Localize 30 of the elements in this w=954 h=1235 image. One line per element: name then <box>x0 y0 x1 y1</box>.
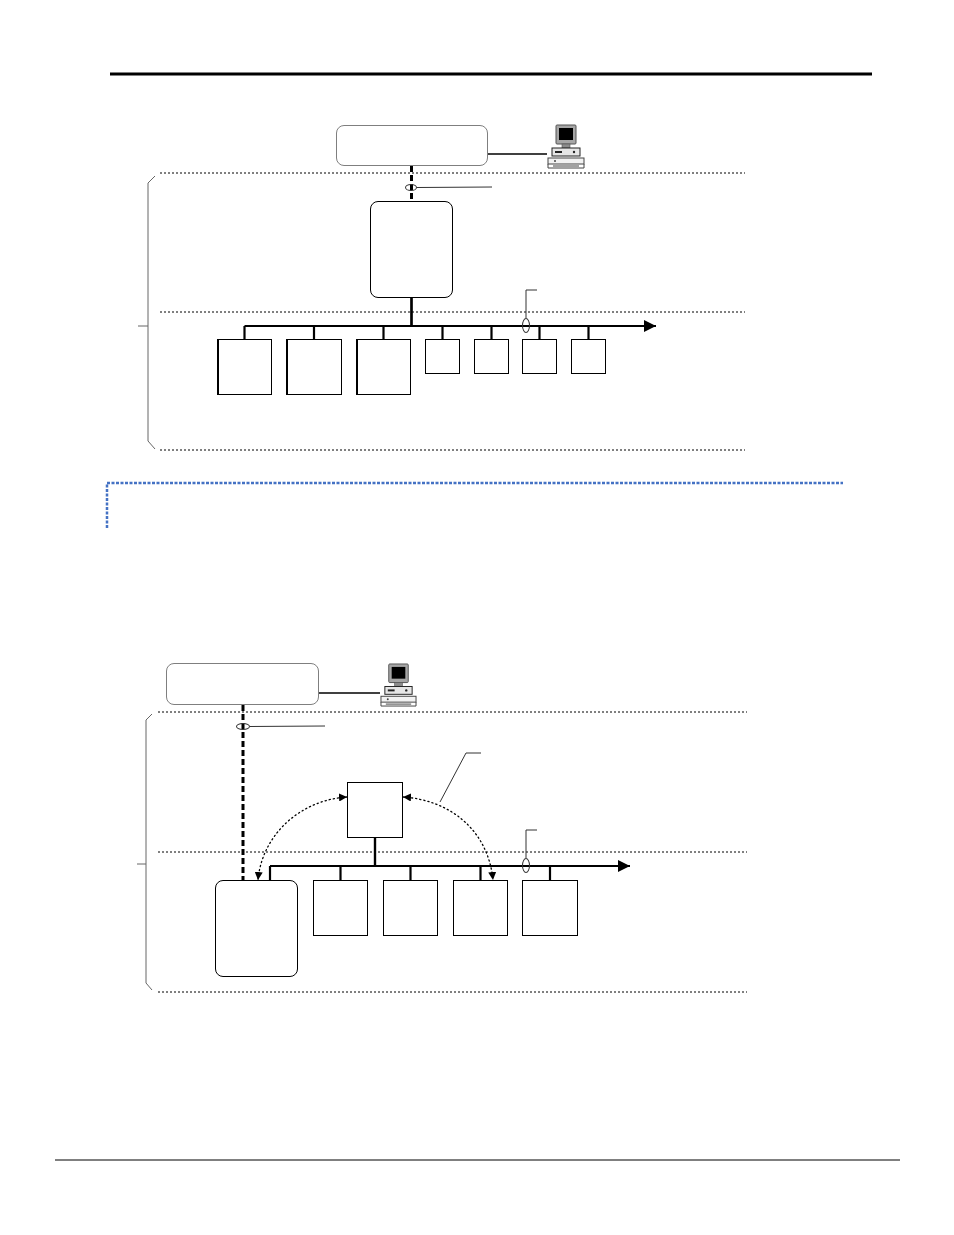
device-box <box>383 880 438 936</box>
dashed-link <box>241 705 245 880</box>
leader-line <box>416 186 493 188</box>
device-box <box>217 339 272 395</box>
dotted-double-arrow <box>402 793 496 881</box>
device-box <box>571 339 606 374</box>
device-box <box>474 339 509 374</box>
controller-box <box>215 880 298 977</box>
device-box <box>356 339 411 395</box>
leader-line <box>249 725 326 727</box>
bus-arrow <box>410 298 656 332</box>
computer-icon <box>547 124 585 170</box>
bus-arrow <box>373 838 630 872</box>
device-box <box>313 880 368 936</box>
device-box <box>347 782 403 838</box>
host-box <box>336 125 488 166</box>
host-box <box>166 663 319 705</box>
device-box <box>286 339 342 395</box>
network-link <box>487 153 548 155</box>
controller-box <box>370 201 453 298</box>
dashed-link <box>410 166 413 201</box>
device-box <box>522 339 557 374</box>
leader-line <box>525 829 538 859</box>
device-box <box>522 880 578 936</box>
network-link <box>318 692 381 694</box>
device-box <box>425 339 460 374</box>
computer-icon <box>380 663 417 708</box>
device-box <box>453 880 508 936</box>
dotted-double-arrow <box>255 794 348 881</box>
leader-line <box>525 289 538 319</box>
